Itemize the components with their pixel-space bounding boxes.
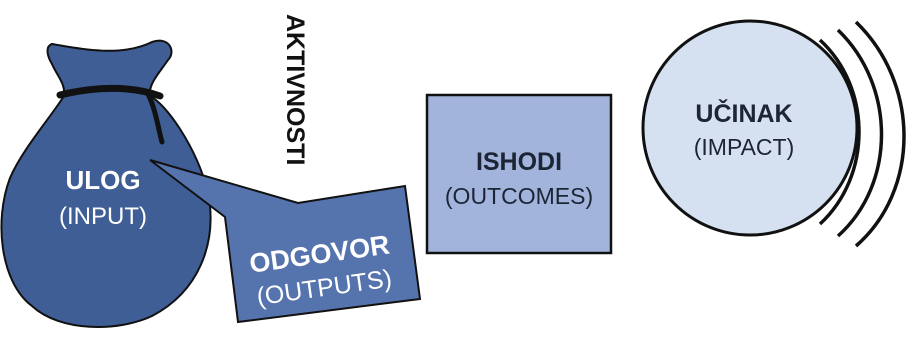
impact-shape [641,19,859,237]
outputs-shape [149,159,422,324]
outputs-box: ODGOVOR (OUTPUTS) [149,159,422,324]
outcomes-subtitle: (OUTCOMES) [445,183,593,209]
input-bag: ULOG (INPUT) [0,39,212,328]
input-subtitle: (INPUT) [59,203,147,230]
impact-title: UČINAK [695,98,792,128]
input-title: ULOG [65,165,140,195]
outcomes-title: ISHODI [476,148,562,176]
bag-tie-end [145,91,165,145]
activities-label: AKTIVNOSTI [281,14,309,165]
outcomes-shape [425,93,613,255]
outcomes-box: ISHODI (OUTCOMES) [425,93,613,255]
ripple-arcs-icon [818,20,906,248]
impact-circle: UČINAK (IMPACT) [641,19,906,248]
impact-subtitle: (IMPACT) [694,134,795,160]
